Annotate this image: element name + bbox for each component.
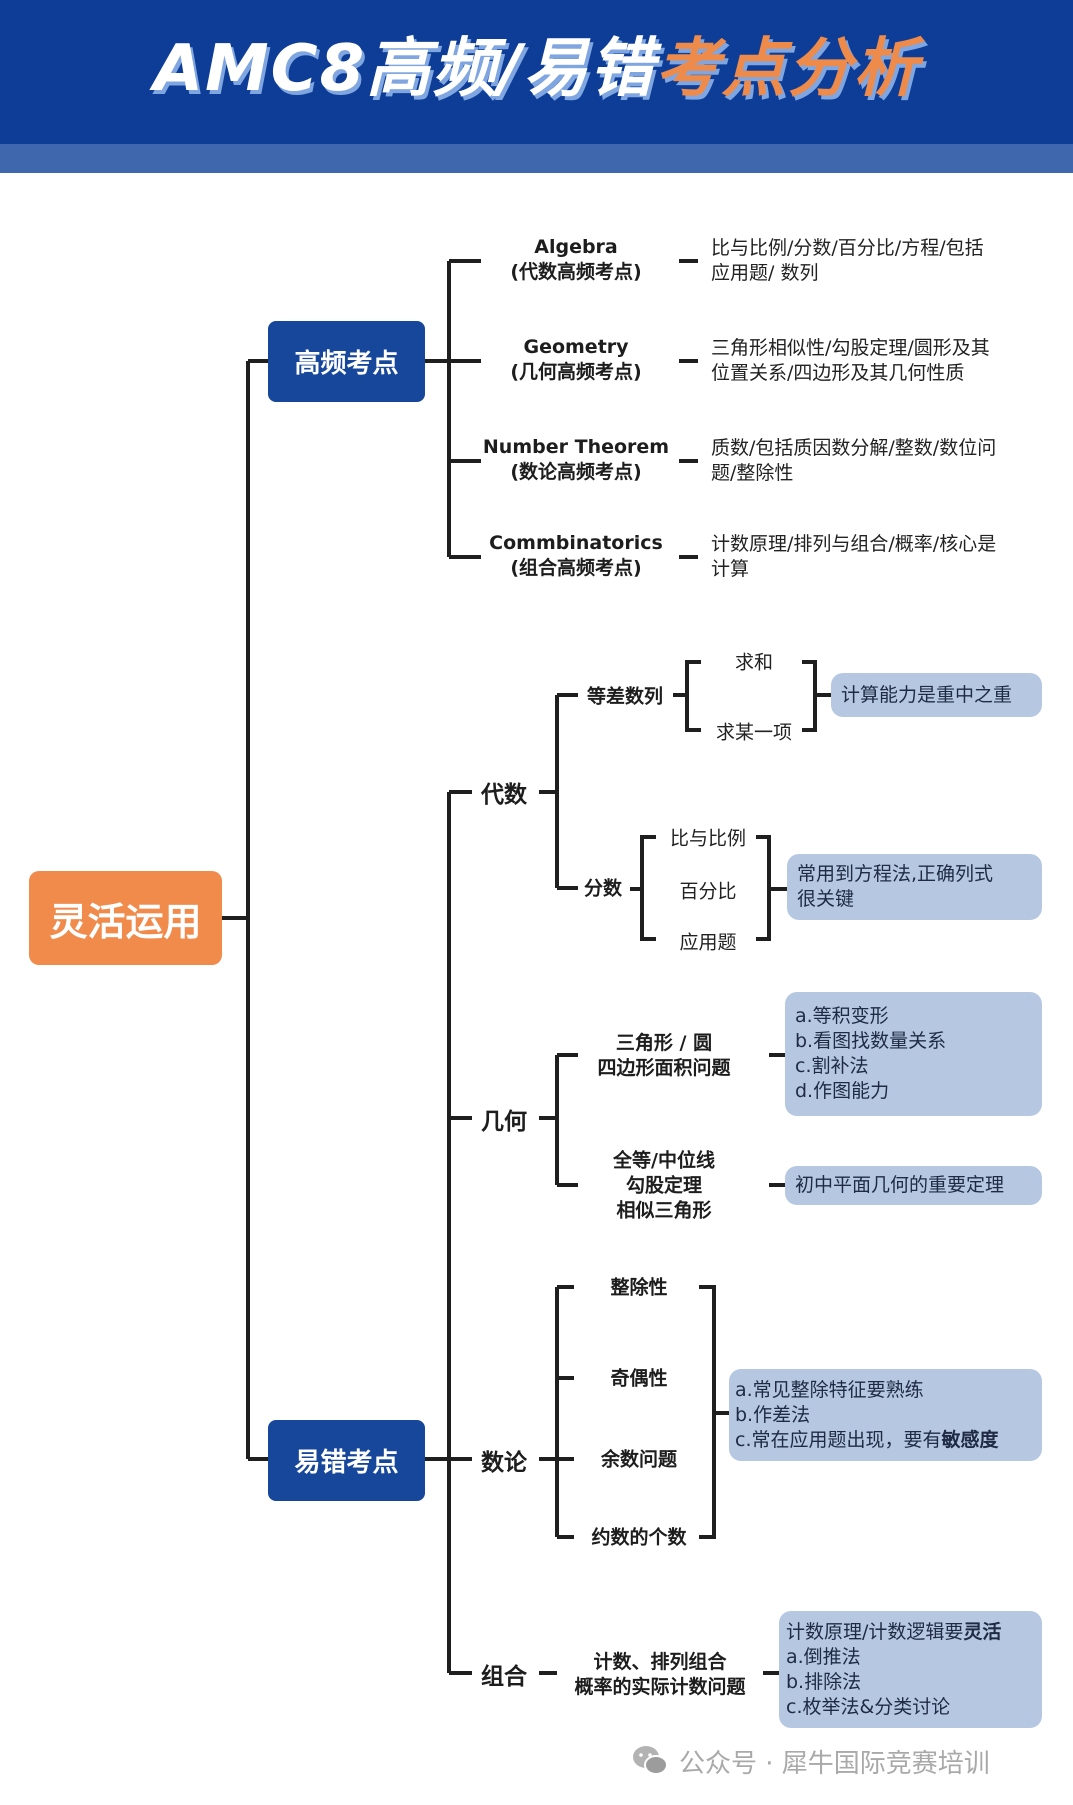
header-banner [0, 0, 1073, 144]
note-fraction: 常用到方程法,正确列式很关键 [787, 854, 1042, 920]
topic-number-theory: Number Theorem(数论高频考点) [482, 436, 670, 483]
fraction-bracket [630, 835, 787, 941]
topic-geometry-desc: 三角形相似性/勾股定理/圆形及其位置关系/四边形及其几何性质 [711, 337, 990, 384]
item-divisor-count: 约数的个数 [591, 1526, 687, 1549]
header-band [0, 144, 1073, 173]
node-arithmetic-sequence: 等差数列 [586, 685, 664, 708]
topic-algebra-desc: 比与比例/分数/百分比/方程/包括应用题/ 数列 [711, 237, 984, 284]
number-theory-bracket [539, 1285, 729, 1539]
node-counting: 计数、排列组合概率的实际计数问题 [574, 1651, 746, 1698]
error-prone-node: 易错考点 [268, 1420, 425, 1501]
root-node: 灵活运用 [29, 871, 222, 965]
geometry-connector [539, 1053, 785, 1187]
branch-geometry: 几何 [481, 1109, 527, 1135]
branch-combinatorics: 组合 [481, 1664, 527, 1690]
topic-number-theory-desc: 质数/包括质因数分解/整数/数位问题/整除性 [711, 437, 997, 484]
topic-algebra: Algebra(代数高频考点) [510, 236, 642, 283]
arith-bracket [673, 660, 831, 732]
node-theorems: 全等/中位线勾股定理相似三角形 [613, 1149, 715, 1222]
branch-number-theory: 数论 [481, 1450, 527, 1476]
error-bracket [425, 790, 472, 1675]
item-sum: 求和 [734, 651, 774, 674]
item-ratio: 比与比例 [669, 827, 747, 850]
root-connector [222, 359, 268, 1461]
node-fraction: 分数 [583, 877, 623, 900]
item-parity: 奇偶性 [610, 1367, 668, 1390]
topic-combinatorics-desc: 计数原理/排列与组合/概率/核心是计算 [711, 533, 997, 580]
topic-geometry: Geometry(几何高频考点) [510, 336, 642, 383]
item-word-problem: 应用题 [679, 931, 737, 954]
note-line-1: 计数原理/计数逻辑要灵活 [786, 1620, 1002, 1643]
note-line-c: c.常在应用题出现，要有敏感度 [735, 1428, 999, 1451]
note-theorems: 初中平面几何的重要定理 [785, 1166, 1042, 1205]
watermark: 公众号 · 犀牛国际竞赛培训 [631, 1743, 990, 1779]
note-arithmetic: 计算能力是重中之重 [831, 673, 1042, 717]
item-percentage: 百分比 [679, 880, 737, 903]
item-remainder: 余数问题 [600, 1448, 678, 1471]
branch-algebra: 代数 [481, 782, 527, 808]
page-title: AMC8高频/易错考点分析 [153, 32, 920, 106]
item-divisibility: 整除性 [610, 1276, 668, 1299]
high-freq-node: 高频考点 [268, 321, 425, 402]
item-nth-term: 求某一项 [715, 721, 793, 744]
high-freq-bracket [425, 259, 481, 559]
topic-combinatorics: Commbinatorics(组合高频考点) [489, 532, 663, 579]
node-area-problems: 三角形 / 圆四边形面积问题 [597, 1032, 731, 1079]
wechat-icon [633, 1746, 668, 1775]
high-freq-dashes [679, 259, 698, 559]
algebra-connector [539, 693, 578, 890]
